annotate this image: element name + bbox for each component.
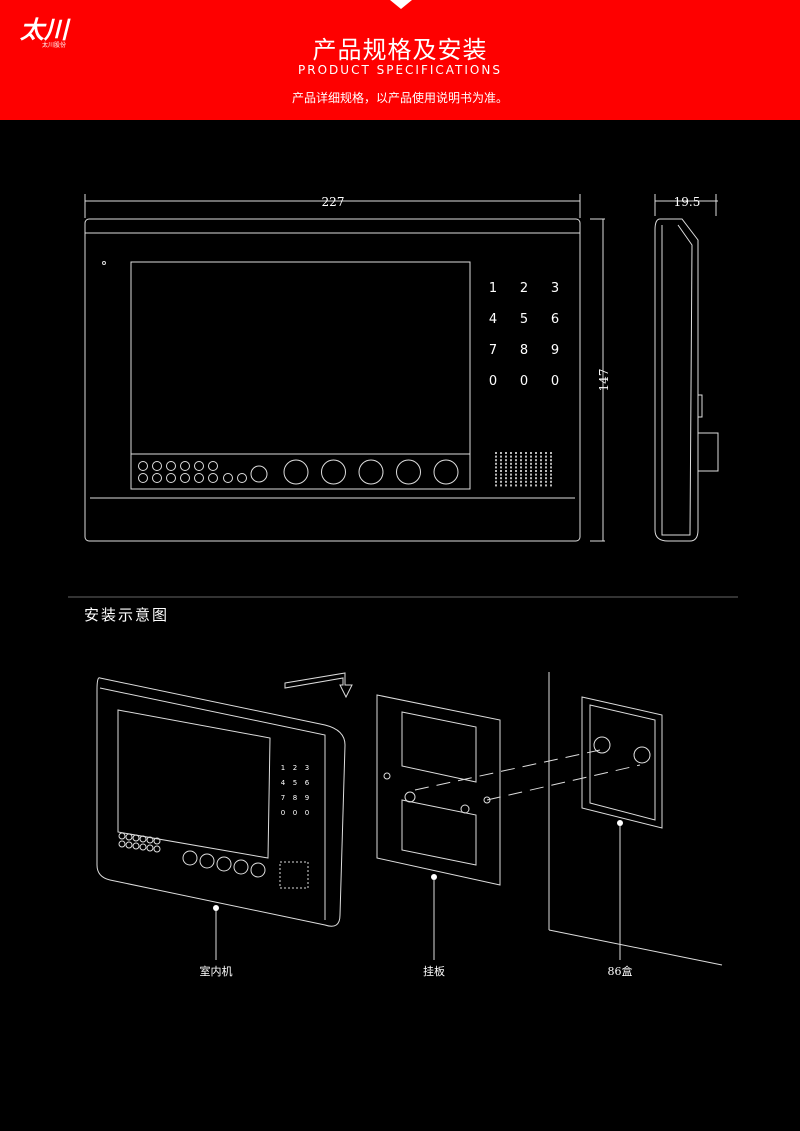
small-button xyxy=(180,473,190,483)
small-button xyxy=(138,473,148,483)
keypad-key: 3 xyxy=(551,281,559,296)
side-view: 19.5 xyxy=(654,194,719,542)
keypad-key: 5 xyxy=(520,312,528,327)
keypad-key: 2 xyxy=(520,281,528,296)
brand-logo: 太川 太川股份 xyxy=(20,18,70,52)
small-button xyxy=(138,461,148,471)
keypad-key-small: 7 xyxy=(281,794,285,802)
keypad-key: 6 xyxy=(551,312,559,327)
label-mount-plate: 挂板 xyxy=(423,964,445,978)
device-outline xyxy=(84,218,581,542)
label-indoor-unit: 室内机 xyxy=(200,964,233,978)
small-button xyxy=(208,461,218,471)
small-button xyxy=(166,461,176,471)
keypad-key: 0 xyxy=(520,374,528,389)
large-button xyxy=(283,459,309,485)
arrow-icon xyxy=(284,672,353,699)
front-view: 227 1 2 3 4 5 6 7 8 9 0 0 0 147 xyxy=(84,194,611,542)
junction-box-illustration xyxy=(414,672,723,966)
small-button xyxy=(152,461,162,471)
header-banner: 太川 太川股份 产品规格及安装 PRODUCT SPECIFICATIONS 产… xyxy=(0,0,800,120)
page-title: 产品规格及安装 xyxy=(312,36,488,64)
round-button xyxy=(250,465,268,483)
height-value: 147 xyxy=(597,369,611,392)
keypad-key-small: 8 xyxy=(293,794,297,802)
mounting-plate-illustration xyxy=(376,694,501,960)
keypad-key: 7 xyxy=(489,343,497,358)
keypad-key: 4 xyxy=(489,312,497,327)
small-button xyxy=(194,461,204,471)
large-button xyxy=(321,459,346,485)
keypad-key-small: 0 xyxy=(293,809,297,817)
side-outline xyxy=(654,218,699,542)
depth-value: 19.5 xyxy=(674,195,701,209)
keypad-key: 9 xyxy=(551,343,559,358)
keypad-key: 0 xyxy=(489,374,497,389)
keypad-key-small: 3 xyxy=(305,764,309,772)
page-subtitle: PRODUCT SPECIFICATIONS xyxy=(298,63,502,77)
keypad-key-small: 5 xyxy=(293,779,297,787)
width-value: 227 xyxy=(322,195,345,209)
keypad-key-small: 0 xyxy=(305,809,309,817)
logo-subtext: 太川股份 xyxy=(42,42,67,49)
spec-note: 产品详细规格，以产品使用说明书为准。 xyxy=(291,91,508,105)
large-button xyxy=(433,459,459,485)
keypad-key-small: 6 xyxy=(305,779,310,787)
small-button xyxy=(194,473,204,483)
keypad-key-small: 1 xyxy=(281,764,285,772)
small-button xyxy=(152,473,162,483)
logo-mark: 太川 xyxy=(20,15,68,44)
keypad-key-small: 4 xyxy=(281,779,286,787)
label-86-box: 86盒 xyxy=(608,964,633,978)
keypad-key-small: 0 xyxy=(281,809,285,817)
screen xyxy=(130,261,471,490)
notch-decoration xyxy=(390,0,412,9)
small-button xyxy=(180,461,190,471)
large-button xyxy=(358,459,384,485)
section-title: 安装示意图 xyxy=(84,606,169,624)
keypad: 1 2 3 4 5 6 7 8 9 0 0 0 xyxy=(489,281,559,389)
keypad-key: 0 xyxy=(551,374,559,389)
keypad-key: 1 xyxy=(489,281,497,296)
keypad-key-small: 9 xyxy=(305,794,309,802)
small-button xyxy=(166,473,176,483)
speaker-grille xyxy=(495,452,552,487)
keypad-key: 8 xyxy=(520,343,528,358)
large-button xyxy=(396,459,421,485)
keypad-key-small: 2 xyxy=(293,764,297,772)
small-button xyxy=(208,473,218,483)
